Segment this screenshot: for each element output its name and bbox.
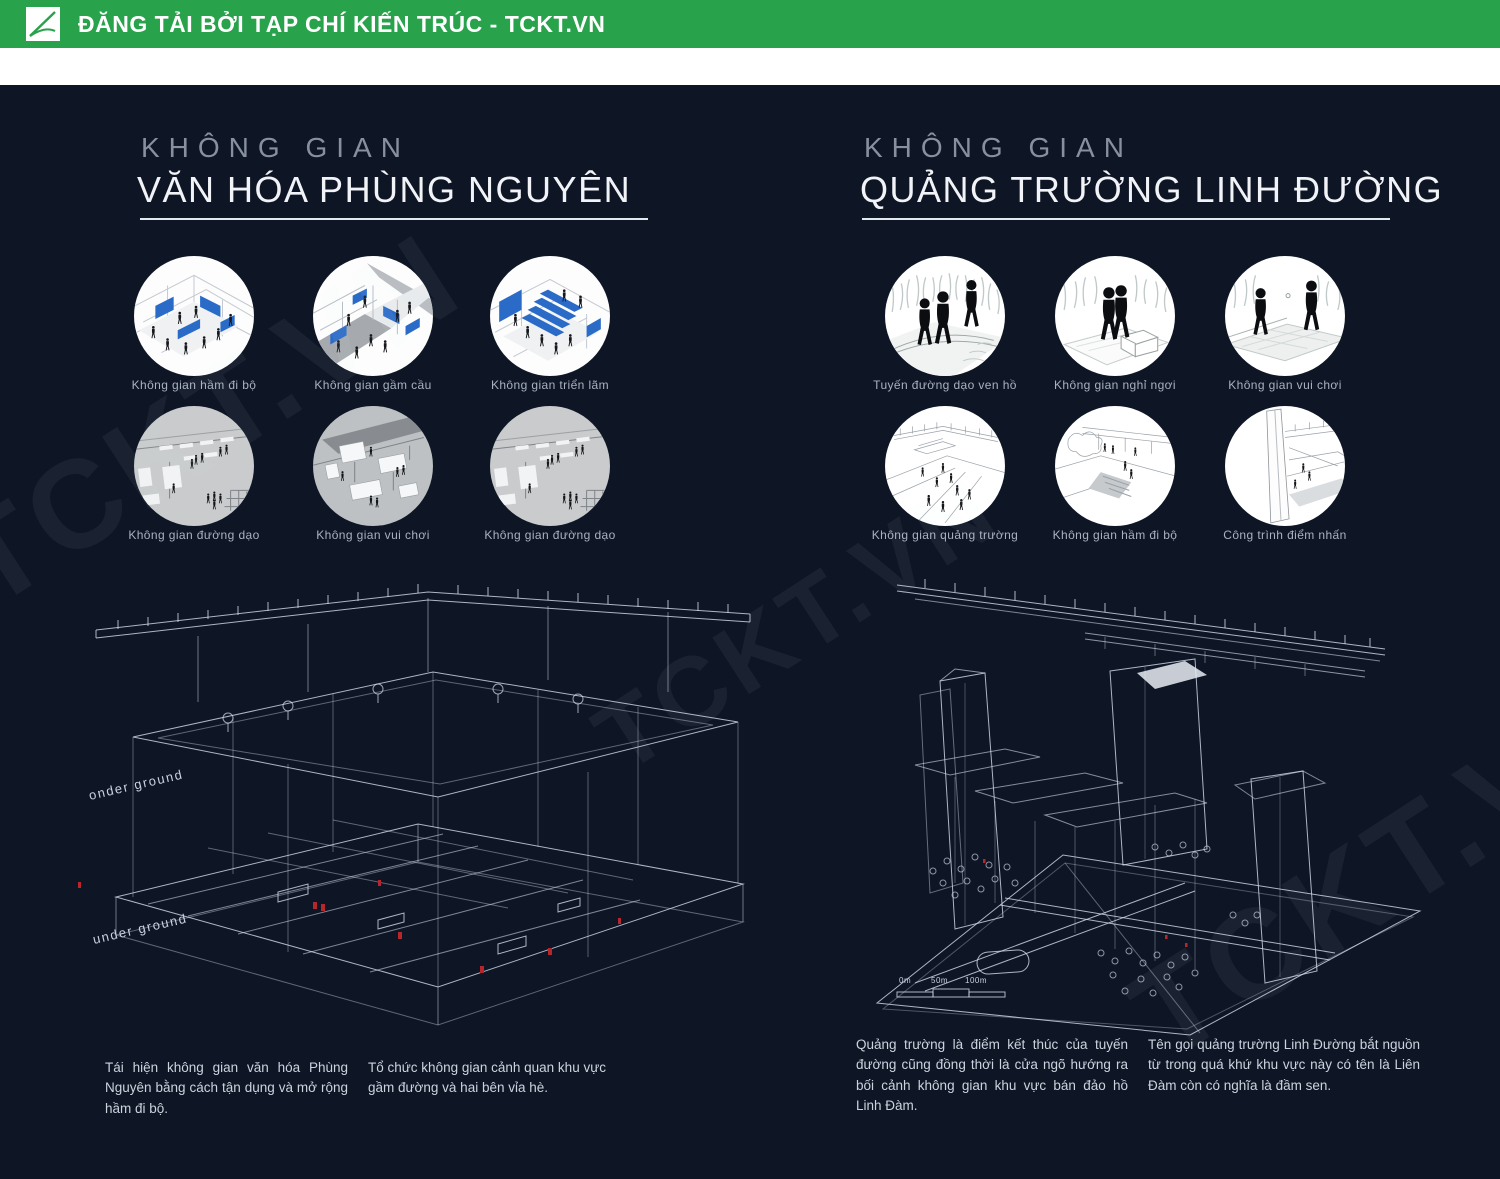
vignette-exhibition-icon — [489, 255, 611, 377]
right-panel-title-line1: KHÔNG GIAN — [864, 132, 1133, 163]
left-title-underline — [140, 218, 648, 220]
presentation-board: TCKT.VN TCKT.VN TCKT.VN KHÔNG GIAN VĂN H… — [0, 85, 1500, 1179]
right-caption-2: Tên gọi quảng trường Linh Đường bắt nguồ… — [1148, 1037, 1420, 1093]
right-axonometric-drawing: 0m 50m 100m — [855, 553, 1440, 1038]
right-caption-1: Quảng trường là điểm kết thúc của tuyến … — [856, 1037, 1128, 1113]
vignette-label: Không gian gầm cầu — [314, 378, 432, 392]
scale-label-50m: 50m — [931, 976, 948, 985]
vignette-label: Không gian vui chơi — [1228, 378, 1342, 392]
vignette-promenade-plan-icon — [489, 405, 611, 527]
vignette-label: Không gian triển lãm — [490, 378, 610, 392]
right-panel-title-line2: QUẢNG TRƯỜNG LINH ĐƯỜNG — [860, 169, 1444, 210]
vignette-label: Không gian quảng trường — [871, 528, 1019, 542]
vignette-resting-icon — [1054, 255, 1176, 377]
vignette-plaza-icon — [884, 405, 1006, 527]
annotation-upper-ground: onder ground — [87, 767, 184, 803]
left-panel-title-line2: VĂN HÓA PHÙNG NGUYÊN — [137, 169, 632, 210]
vignette-label: Không gian vui chơi — [316, 528, 430, 542]
vignette-label: Không gian hầm đi bộ — [1052, 528, 1178, 542]
header-title: ĐĂNG TẢI BỞI TẠP CHÍ KIẾN TRÚC - TCKT.VN — [78, 11, 606, 37]
vignette-play-plan-icon — [312, 405, 434, 527]
scale-label-0m: 0m — [899, 976, 911, 985]
vignette-label: Công trình điểm nhấn — [1223, 528, 1347, 542]
left-caption-1: Tái hiện không gian văn hóa Phùng Nguyên… — [105, 1060, 348, 1116]
vignette-under-bridge-icon — [312, 255, 434, 377]
header-bar: ĐĂNG TẢI BỞI TẠP CHÍ KIẾN TRÚC - TCKT.VN — [0, 0, 1500, 48]
vignette-label: Không gian đường dạo — [484, 528, 616, 542]
vignette-playing-icon — [1224, 255, 1346, 377]
left-panel-title-line1: KHÔNG GIAN — [141, 132, 410, 163]
scale-label-100m: 100m — [965, 976, 987, 985]
left-caption-2: Tổ chức không gian cảnh quan khu vực gầm… — [368, 1060, 606, 1096]
vignette-underpass-interior-icon — [133, 255, 255, 377]
left-axonometric-drawing: onder ground under ground — [78, 552, 768, 1052]
vignette-underpass-walkway-icon — [1054, 405, 1176, 527]
vignette-label: Không gian đường dạo — [128, 528, 260, 542]
vignette-lakeside-walk-icon — [884, 255, 1006, 377]
tckt-logo-icon — [26, 7, 60, 41]
vignette-landmark-icon — [1224, 405, 1346, 527]
vignette-label: Không gian hầm đi bộ — [131, 378, 257, 392]
right-title-underline — [862, 218, 1390, 220]
vignette-label: Không gian nghỉ ngơi — [1054, 378, 1176, 392]
vignette-promenade-plan-icon — [133, 405, 255, 527]
vignette-label: Tuyến đường dạo ven hồ — [873, 378, 1017, 392]
